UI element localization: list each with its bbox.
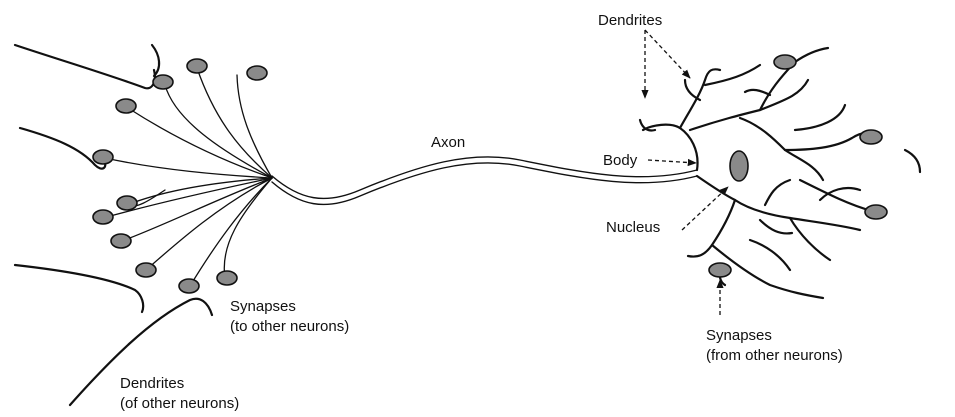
label-synapses-to-line2: (to other neurons) (230, 318, 349, 335)
label-synapses-from-line1: Synapses (706, 327, 772, 344)
other-neuron-dendrites (15, 45, 212, 405)
diagram-labels: Dendrites Axon Body Nucleus Synapses (to… (120, 12, 843, 412)
label-axon: Axon (431, 134, 465, 151)
label-synapses-to-line1: Synapses (230, 298, 296, 315)
label-dendrites-other-line2: (of other neurons) (120, 395, 239, 412)
label-nucleus: Nucleus (606, 219, 660, 236)
label-dendrites-other-line1: Dendrites (120, 375, 184, 392)
label-dendrites-top: Dendrites (598, 12, 662, 29)
label-synapses-from-line2: (from other neurons) (706, 347, 843, 364)
nucleus (730, 151, 748, 181)
label-body: Body (603, 152, 638, 169)
